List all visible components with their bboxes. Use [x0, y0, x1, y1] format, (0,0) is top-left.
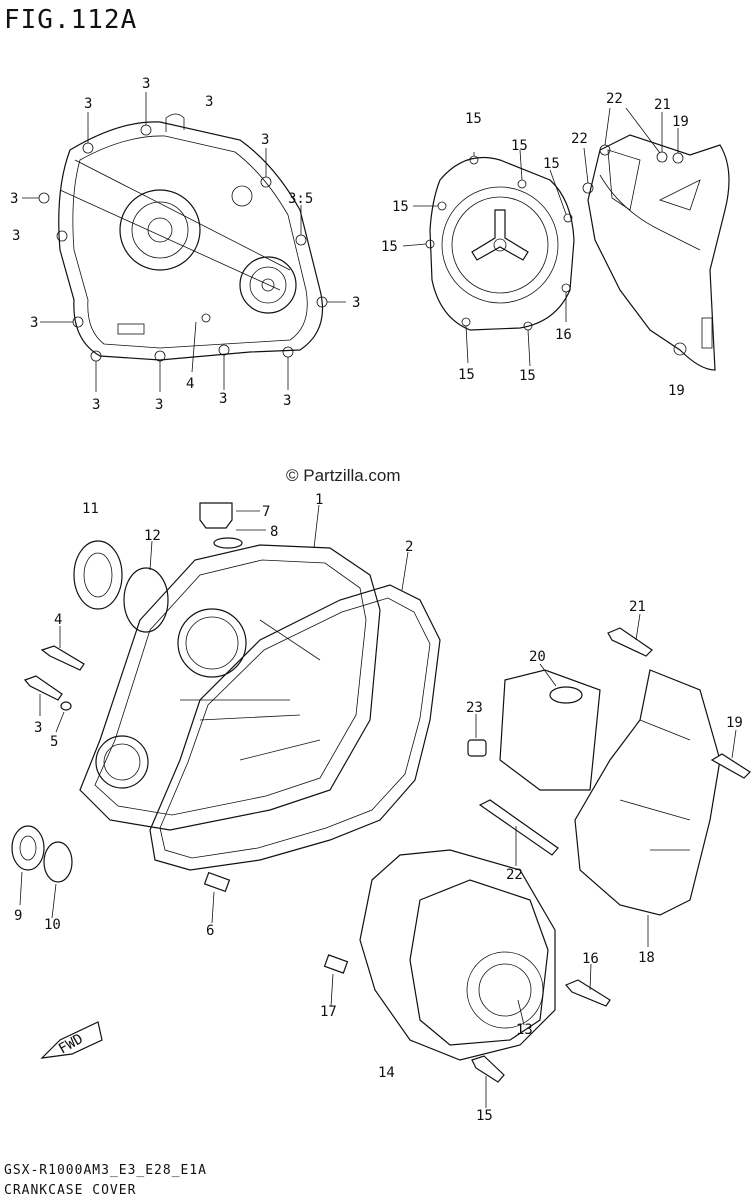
callout-12: 12: [144, 528, 161, 544]
callout-3: 3: [352, 295, 360, 311]
callout-4: 4: [186, 376, 194, 392]
clutch-cover-bolt-map: 3 3 3 3 3 3:5 3 3 3 3 3 4 3 3: [10, 76, 360, 413]
callout-18: 18: [638, 950, 655, 966]
callout-14: 14: [378, 1065, 395, 1081]
callout-15: 15: [511, 138, 528, 154]
callout-3: 3: [10, 191, 18, 207]
callout-15: 15: [476, 1108, 493, 1124]
callout-6: 6: [206, 923, 214, 939]
callout-1: 1: [315, 492, 323, 508]
callout-15: 15: [465, 111, 482, 127]
callout-10: 10: [44, 917, 61, 933]
callout-3: 3: [219, 391, 227, 407]
callout-13: 13: [516, 1022, 533, 1038]
callout-22: 22: [571, 131, 588, 147]
callout-2: 2: [405, 539, 413, 555]
callout-16: 16: [582, 951, 599, 967]
callout-21: 21: [629, 599, 646, 615]
callout-8: 8: [270, 524, 278, 540]
callout-3: 3: [283, 393, 291, 409]
callout-9: 9: [14, 908, 22, 924]
callout-19: 19: [672, 114, 689, 130]
callout-3: 3: [84, 96, 92, 112]
callout-3: 3: [34, 720, 42, 736]
callout-15: 15: [543, 156, 560, 172]
callout-3: 3: [261, 132, 269, 148]
exploded-view: FWD 1 2 7 8 11: [11, 492, 751, 1124]
callout-20: 20: [529, 649, 546, 665]
callout-15: 15: [458, 367, 475, 383]
callout-15: 15: [519, 368, 536, 384]
callout-15: 15: [381, 239, 398, 255]
watermark: © Partzilla.com: [286, 466, 401, 485]
diagram-code: GSX-R1000AM3_E3_E28_E1A: [4, 1163, 207, 1178]
callout-3: 3: [155, 397, 163, 413]
callout-21: 21: [654, 97, 671, 113]
callout-19: 19: [726, 715, 743, 731]
callout-15: 15: [392, 199, 409, 215]
callout-11: 11: [82, 501, 99, 517]
callout-5: 5: [50, 734, 58, 750]
callout-3: 3: [30, 315, 38, 331]
callout-22: 22: [606, 91, 623, 107]
callout-16: 16: [555, 327, 572, 343]
callout-22: 22: [506, 867, 523, 883]
callout-7: 7: [262, 504, 270, 520]
callout-4: 4: [54, 612, 62, 628]
callout-3: 3: [12, 228, 20, 244]
callout-23: 23: [466, 700, 483, 716]
generator-cover-bolt-map: 15 15 15 15 15 15 15 16 22 22 21 19 19: [381, 91, 730, 399]
callout-3: 3: [92, 397, 100, 413]
callout-3: 3: [142, 76, 150, 92]
callout-17: 17: [320, 1004, 337, 1020]
callout-3-5: 3:5: [288, 191, 313, 207]
callout-3: 3: [205, 94, 213, 110]
diagram-caption: CRANKCASE COVER: [4, 1183, 136, 1198]
callout-19: 19: [668, 383, 685, 399]
figure-title: FIG.112A: [4, 5, 137, 35]
